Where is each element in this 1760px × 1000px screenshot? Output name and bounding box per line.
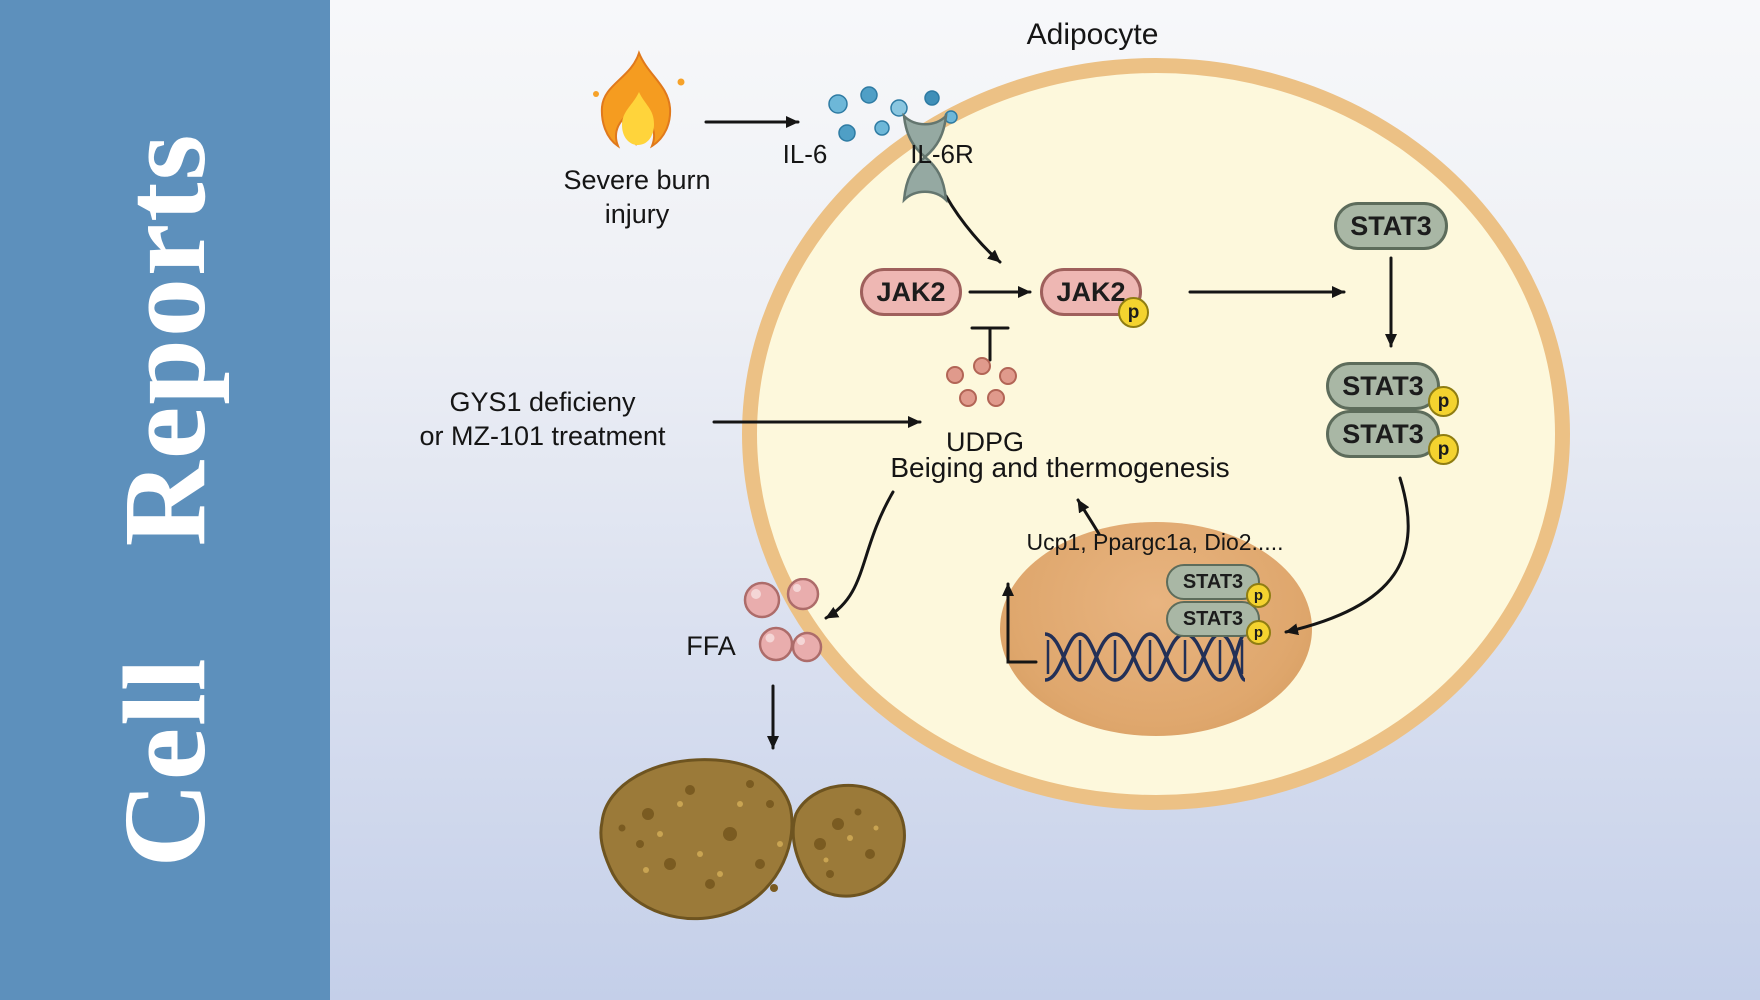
phospho-letter: p	[1127, 301, 1140, 323]
ffa-molecule-circles	[743, 578, 823, 663]
phospho-badge-jak2: p	[1118, 297, 1149, 328]
phospho-letter: p	[1253, 587, 1264, 604]
phospho-badge-nuclear-bottom: p	[1246, 620, 1271, 645]
jak2-box: JAK2	[860, 268, 962, 316]
gys1-line2: or MZ-101 treatment	[419, 420, 666, 451]
phospho-letter: p	[1253, 624, 1264, 641]
jak2-phospho-label: JAK2	[1056, 276, 1126, 307]
phospho-letter: p	[1437, 390, 1450, 412]
phospho-badge-dimer-bottom: p	[1428, 434, 1459, 465]
il6r-label: IL-6R	[910, 139, 974, 169]
phospho-badge-nuclear-top: p	[1246, 583, 1271, 608]
nuclear-stat3-bottom-box: STAT3	[1166, 601, 1260, 637]
phospho-badge-dimer-top: p	[1428, 386, 1459, 417]
nuclear-stat3-top-label: STAT3	[1182, 570, 1244, 593]
stat3-box: STAT3	[1334, 202, 1448, 250]
stat3-dimer-bottom-box: STAT3	[1326, 410, 1440, 458]
ffa-label: FFA	[686, 631, 736, 661]
stat3-dimer-top-label: STAT3	[1342, 370, 1424, 401]
nuclear-stat3-bottom-label: STAT3	[1182, 607, 1244, 630]
liver-icon	[599, 758, 906, 921]
jak2-label: JAK2	[876, 276, 946, 307]
il6-molecule-dots	[828, 86, 958, 142]
stat3-dimer-bottom-label: STAT3	[1342, 418, 1424, 449]
journal-title-reports: Reports	[99, 132, 230, 547]
journal-sidebar: Cell Reports	[0, 0, 330, 1000]
il6-label: IL-6	[782, 139, 828, 169]
journal-title: Cell Reports	[97, 133, 233, 868]
journal-title-cell: Cell	[99, 656, 230, 868]
gys1-treatment-label: GYS1 deficieny or MZ-101 treatment	[390, 386, 695, 454]
beiging-thermogenesis-label: Beiging and thermogenesis	[890, 452, 1230, 483]
severe-burn-injury-label: Severe burn injury	[512, 164, 762, 232]
severe-burn-line1: Severe burn	[563, 165, 711, 195]
udpg-label: UDPG	[945, 427, 1024, 457]
gys1-line1: GYS1 deficieny	[449, 387, 636, 417]
flame-icon	[593, 50, 685, 149]
nuclear-stat3-top-box: STAT3	[1166, 564, 1260, 600]
adipocyte-label: Adipocyte	[1026, 18, 1159, 51]
il6r-receptor-icon	[902, 112, 948, 204]
phospho-letter: p	[1437, 438, 1450, 460]
target-genes-label: Ucp1, Ppargc1a, Dio2.....	[1026, 529, 1284, 555]
severe-burn-line2: injury	[604, 198, 670, 229]
stat3-label: STAT3	[1350, 210, 1432, 241]
udpg-molecule-dots	[946, 357, 1017, 407]
stat3-dimer-top-box: STAT3	[1326, 362, 1440, 410]
